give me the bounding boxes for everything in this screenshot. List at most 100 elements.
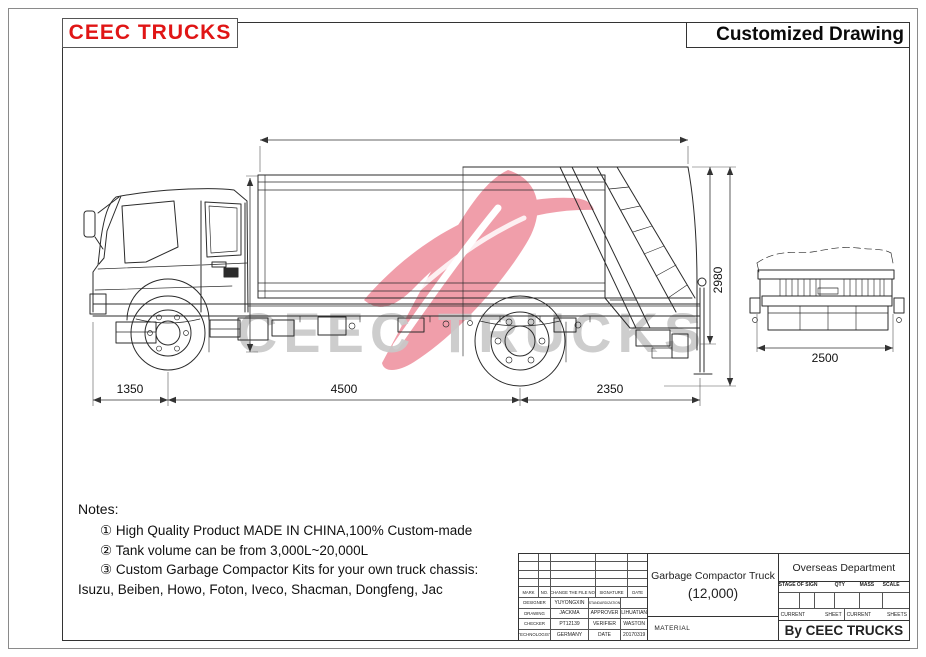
tailgate-mechanism (462, 166, 713, 375)
revision-cell (539, 570, 551, 579)
dim-rear-overhang: 2350 (597, 382, 624, 396)
department-name: Overseas Department (778, 554, 909, 582)
byline: By CEEC TRUCKS (784, 623, 904, 638)
revision-and-signatures: MARK NO. CHANGE THE FILE NO. SIGNATURE D… (519, 554, 649, 641)
empty-cell (800, 593, 815, 608)
notes-title: Notes: (78, 501, 119, 517)
revision-cell (539, 554, 551, 563)
role-value: WASTON (623, 620, 645, 627)
role-value: LIHUATIAN (621, 610, 648, 617)
revision-cell (551, 562, 596, 571)
revision-header-row: MARK NO. CHANGE THE FILE NO. SIGNATURE D… (519, 587, 648, 599)
signature-row: DRAWING JACKMA APPROVER LIHUATIAN (519, 608, 648, 620)
sheet-label: SHEET (825, 611, 842, 618)
title-cell-border (686, 22, 910, 48)
revision-cell (551, 570, 596, 579)
role-label: STANDARDIZATION (589, 598, 621, 608)
role-label: APPROVER (589, 608, 621, 619)
revision-table (519, 554, 648, 588)
role-value: 20170319 (623, 631, 646, 638)
material-label: MATERIAL (654, 625, 691, 632)
dim-overall-height: 2980 (711, 266, 725, 293)
department-block: Overseas Department STAGE OF SIGN QTY MA… (778, 554, 909, 640)
role-label: VERIFIER (589, 619, 621, 629)
dim-front-overhang: 1350 (117, 382, 144, 396)
empty-cell (815, 593, 835, 608)
current-sheets-cell: CURRENT SHEETS (845, 609, 909, 620)
note-item: ① High Quality Product MADE IN CHINA,100… (100, 523, 473, 538)
dim-wheelbase: 4500 (331, 382, 358, 396)
revision-cell (628, 554, 648, 563)
role-value: PT12139 (551, 619, 589, 629)
title-block: MARK NO. CHANGE THE FILE NO. SIGNATURE D… (518, 553, 910, 641)
empty-cell (883, 593, 909, 608)
current-label: CURRENT (846, 611, 872, 618)
header-mark: MARK (519, 587, 539, 598)
outer-border (8, 8, 918, 649)
header-change: CHANGE THE FILE NO. (551, 587, 596, 598)
header-no: NO. (539, 587, 551, 598)
scale-label: SCALE (882, 582, 900, 588)
role-label: DESIGNER (519, 598, 551, 608)
revision-cell (519, 578, 539, 588)
role-label: DRAWING (519, 608, 551, 619)
note-item: Isuzu, Beiben, Howo, Foton, Iveco, Shacm… (78, 581, 443, 597)
empty-cell (860, 593, 883, 608)
empty-cell (779, 593, 800, 608)
sheet-row: CURRENT SHEET CURRENT SHEETS (778, 609, 909, 621)
revision-cell (551, 554, 596, 563)
role-label: TECHNOLOGIST (519, 629, 551, 641)
revision-cell (519, 570, 539, 579)
note-item: ② Tank volume can be from 3,000L~20,000L (100, 542, 369, 558)
notes-section: Notes: ① High Quality Product MADE IN CH… (78, 501, 508, 599)
role-label: DATE (589, 629, 621, 641)
product-capacity: (12,000) (687, 585, 739, 601)
page-title: Customized Drawing (716, 24, 904, 45)
role-value: JACKMA (551, 608, 589, 619)
department-empty-row (778, 593, 909, 609)
revision-cell (596, 570, 628, 579)
department-header-row: STAGE OF SIGN QTY MASS SCALE (778, 582, 909, 593)
revision-cell (596, 562, 628, 571)
revision-cell (539, 562, 551, 571)
company-logo-text: CEEC TRUCKS (68, 21, 232, 44)
revision-cell (596, 554, 628, 563)
role-value: YUYONGXIN (551, 598, 589, 608)
cab-side-view (83, 188, 249, 371)
stage-of-sign-label: STAGE OF SIGN (778, 582, 818, 588)
note-item: ③ Custom Garbage Compactor Kits for your… (100, 562, 479, 577)
role-value (621, 598, 647, 607)
current-sheet-cell: CURRENT SHEET (779, 609, 845, 620)
role-value: GERMANY (551, 629, 589, 641)
inner-frame (62, 22, 910, 641)
signature-row: TECHNOLOGIST GERMANY DATE 20170319 (519, 629, 647, 641)
revision-cell (596, 578, 628, 588)
watermark-logo-icon (364, 170, 594, 371)
sheets-label: SHEETS (886, 611, 907, 618)
product-block: Garbage Compactor Truck (12,000) MATERIA… (648, 554, 779, 640)
current-label: CURRENT (780, 611, 806, 618)
chassis (92, 295, 701, 387)
dim-rear-width: 2500 (812, 351, 839, 365)
rear-view (749, 247, 905, 331)
revision-cell (539, 578, 551, 588)
product-cell: Garbage Compactor Truck (12,000) (648, 554, 778, 617)
revision-cell (628, 579, 648, 588)
qty-label: QTY (834, 582, 845, 588)
revision-cell (628, 571, 648, 579)
revision-cell (519, 562, 539, 571)
compactor-body (257, 174, 693, 299)
dimension-lines: 2980 1350 4500 2350 2500 (92, 136, 894, 406)
empty-cell (835, 593, 860, 608)
role-label: CHECKER (519, 619, 551, 629)
company-logo: CEEC TRUCKS (62, 18, 238, 48)
mass-label: MASS (859, 582, 875, 588)
signature-row: CHECKER PT12139 VERIFIER WASTON (519, 619, 648, 630)
watermark-text: CEEC TRUCKS (237, 301, 707, 364)
product-name: Garbage Compactor Truck (651, 569, 775, 582)
signature-row: DESIGNER YUYONGXIN STANDARDIZATION (519, 598, 648, 609)
revision-cell (628, 562, 648, 571)
revision-cell (519, 554, 539, 563)
